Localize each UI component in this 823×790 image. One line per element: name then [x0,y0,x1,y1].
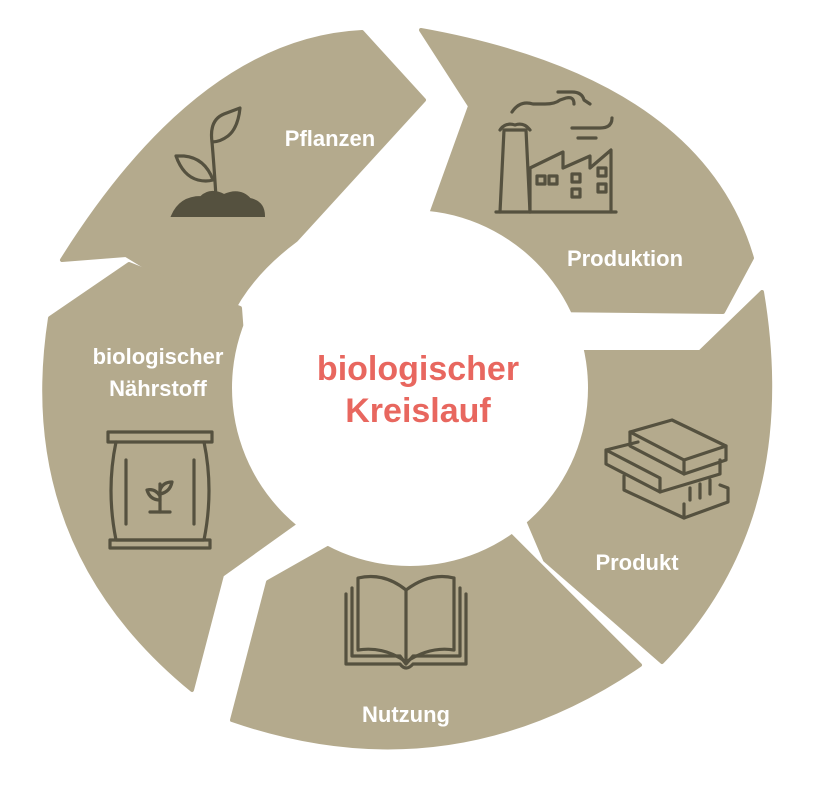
label-pflanzen: Pflanzen [285,126,375,151]
label-produktion: Produktion [567,246,683,271]
label-nutzung: Nutzung [362,702,450,727]
center-circle [232,210,588,566]
label-naehrstoff-line2: Nährstoff [109,376,207,401]
label-produkt: Produkt [595,550,679,575]
sprout-icon [170,106,266,217]
open-book-icon [344,574,468,670]
fertilizer-bag-icon [106,430,214,550]
factory-icon [494,90,618,214]
center-title-line1: biologischer [317,350,519,388]
segment-pflanzen [60,30,426,320]
center-title-line2: Kreislauf [345,392,491,430]
books-stack-icon [604,418,730,520]
label-naehrstoff-line1: biologischer [93,344,224,369]
